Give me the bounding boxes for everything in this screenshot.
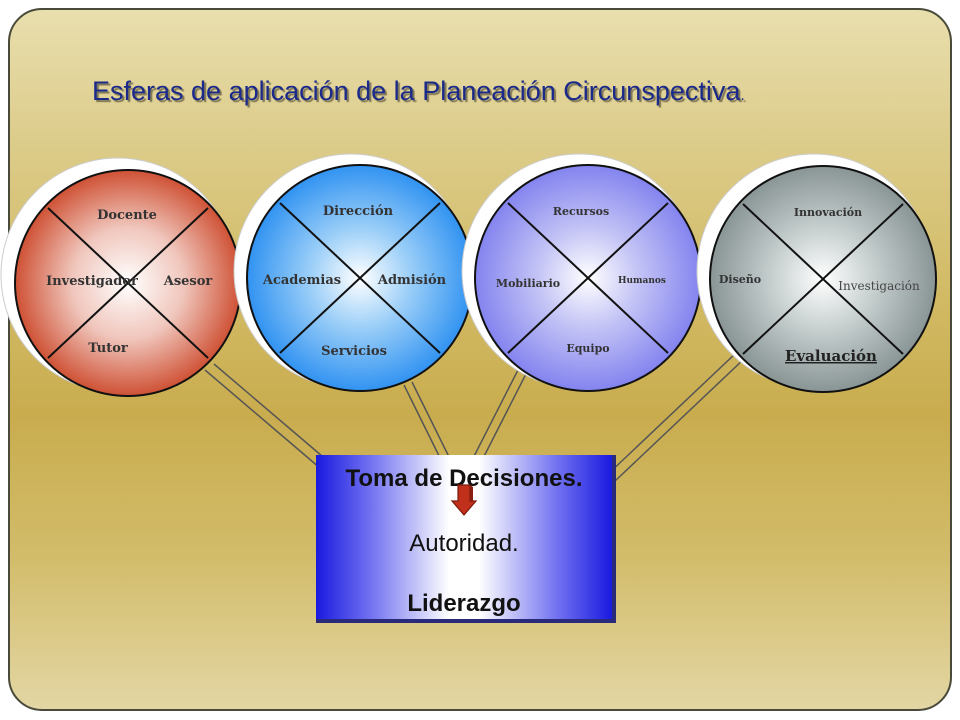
sphere-4-bottom: Evaluación (785, 347, 877, 365)
sphere-1-top: Docente (97, 208, 157, 223)
connector-1b (213, 363, 330, 463)
sphere-3-top: Recursos (553, 205, 609, 218)
sphere-1-left: Investigador (46, 274, 138, 289)
connector-1a (204, 369, 321, 469)
sphere-4-left: Diseño (719, 273, 761, 286)
sphere-2-right: Admisión (377, 273, 447, 288)
connector-3a (465, 367, 520, 473)
sphere-2-bottom: Servicios (321, 344, 387, 359)
sphere-1-right: Asesor (163, 274, 213, 289)
sphere-recursos: Recursos Mobiliario Humanos Equipo (461, 153, 702, 392)
decision-box: Toma de Decisiones. Autoridad. Liderazgo (316, 455, 616, 623)
decision-line-2: Autoridad. (409, 530, 519, 557)
sphere-2-left: Academias (262, 273, 341, 288)
sphere-3-left: Mobiliario (496, 277, 560, 290)
slide-title: Esferas de aplicación de la Planeación C… (92, 76, 745, 106)
connector-4b (613, 357, 746, 483)
sphere-4-top: Innovación (794, 206, 862, 219)
sphere-3-bottom: Equipo (566, 342, 609, 355)
sphere-docente: Docente Investigador Asesor Tutor (0, 157, 242, 397)
decision-line-3: Liderazgo (407, 590, 521, 617)
sphere-3-right: Humanos (618, 276, 666, 286)
sphere-2-top: Dirección (323, 204, 394, 219)
down-arrow-icon (450, 484, 478, 516)
connector-2b (411, 381, 455, 468)
sphere-4-right: Investigación (838, 279, 920, 293)
sphere-1-bottom: Tutor (88, 341, 128, 356)
sphere-innovacion: Innovación Diseño Investigación Evaluaci… (696, 153, 937, 393)
connector-4a (605, 351, 738, 477)
sphere-direccion: Dirección Academias Admisión Servicios (233, 153, 474, 392)
